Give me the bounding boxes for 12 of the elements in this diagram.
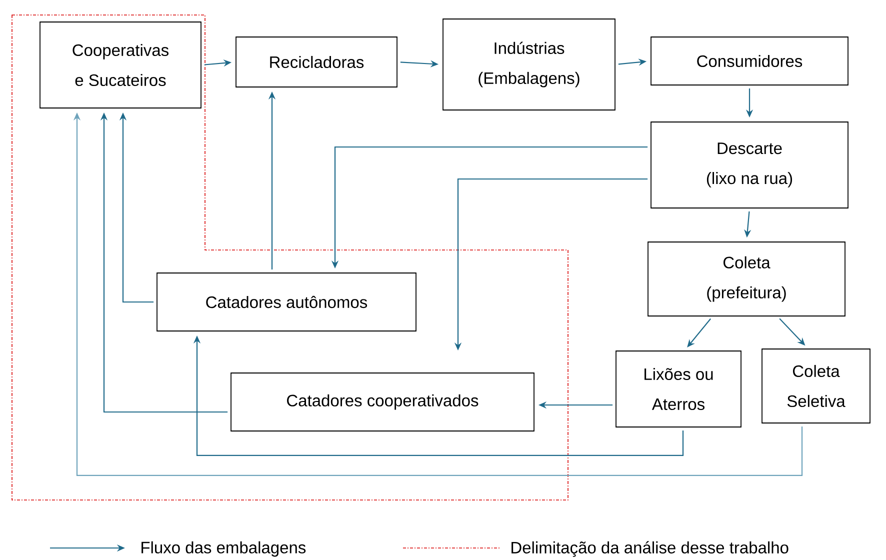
process-box: Coleta Seletiva	[762, 348, 870, 424]
process-box: Recicladoras	[236, 36, 398, 88]
process-box: Lixões ou Aterros	[616, 350, 742, 428]
process-box: Descarte (lixo na rua)	[650, 122, 848, 208]
legend-label: Fluxo das embalagens	[142, 541, 306, 557]
process-box: Indústrias (Embalagens)	[442, 18, 616, 110]
process-box: Catadores cooperativados	[230, 372, 534, 432]
legend-label: Delimitação da análise desse trabalho	[512, 541, 788, 557]
process-box: Cooperativas e Sucateiros	[40, 22, 202, 108]
process-box: Coleta (prefeitura)	[648, 242, 846, 316]
process-box: Catadores autônomos	[156, 272, 416, 332]
process-box: Consumidores	[650, 36, 848, 86]
